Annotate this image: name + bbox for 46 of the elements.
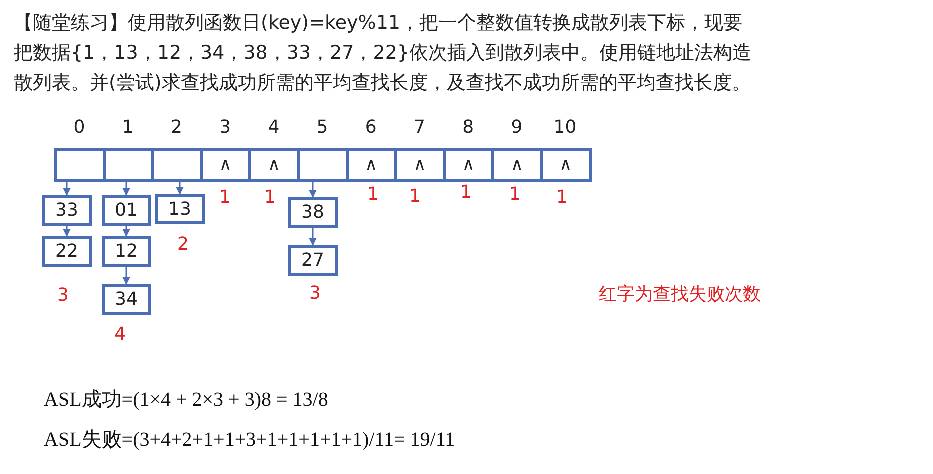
miss-count: 1 (220, 189, 231, 207)
index-number: 8 (462, 119, 474, 137)
table-slot: ∧ (540, 148, 592, 182)
index-number: 2 (171, 119, 182, 137)
question-text: 【随堂练习】使用散列函数日(key)=key%11，把一个整数值转换成散列表下标，现要把数据{1，13，12，34，38，33，27，22}依次插入到散列表中。使用链地址法构造散列表。并(尝试)求查找成功所需的平均查找长度，及查找不成功所需的平均查找长度。 (14, 11, 753, 96)
arrow (309, 228, 317, 246)
arrow (63, 182, 71, 196)
arrow (176, 182, 184, 195)
formula-text: ASL失败=(3+4+2+1+1+3+1+1+1+1+1)/11= 19/11 (44, 430, 456, 450)
index-number: 6 (365, 119, 377, 137)
chain-node: 33 (42, 195, 92, 226)
miss-count: 1 (510, 186, 521, 204)
chain-node: 38 (288, 197, 338, 228)
miss-count: 3 (58, 287, 69, 305)
index-number: 9 (511, 119, 523, 137)
arrow (63, 226, 71, 237)
miss-count: 1 (460, 184, 472, 202)
chain-node: 01 (102, 195, 151, 226)
miss-count: 1 (410, 188, 421, 206)
miss-count: 1 (368, 186, 379, 204)
chain-node: 34 (102, 284, 151, 315)
index-number: 1 (122, 119, 134, 137)
table-slot: ∧ (248, 148, 300, 182)
miss-count: 2 (178, 236, 189, 254)
index-number: 7 (414, 119, 426, 137)
miss-count: 1 (556, 189, 568, 207)
formula-text: ASL成功=(1×4 + 2×3 + 3)8 = 13/8 (44, 390, 328, 410)
arrow (122, 267, 130, 285)
arrow (122, 226, 130, 237)
index-number: 5 (316, 119, 328, 137)
index-number: 3 (220, 119, 232, 137)
chain-node: 27 (288, 245, 338, 276)
miss-count: 3 (310, 285, 321, 303)
arrow (309, 182, 317, 198)
index-number: 4 (268, 119, 280, 137)
miss-count: 4 (114, 326, 126, 344)
index-number: 0 (74, 119, 86, 137)
table-slot: ∧ (491, 148, 543, 182)
arrow (122, 182, 130, 196)
note-text: 红字为查找失败次数 (599, 286, 761, 304)
index-number: 10 (554, 119, 577, 137)
chain-node: 12 (102, 236, 151, 267)
chain-node: 22 (42, 236, 92, 267)
chain-node: 13 (155, 194, 205, 224)
miss-count: 1 (264, 189, 276, 207)
table-slot: ∧ (394, 148, 446, 182)
